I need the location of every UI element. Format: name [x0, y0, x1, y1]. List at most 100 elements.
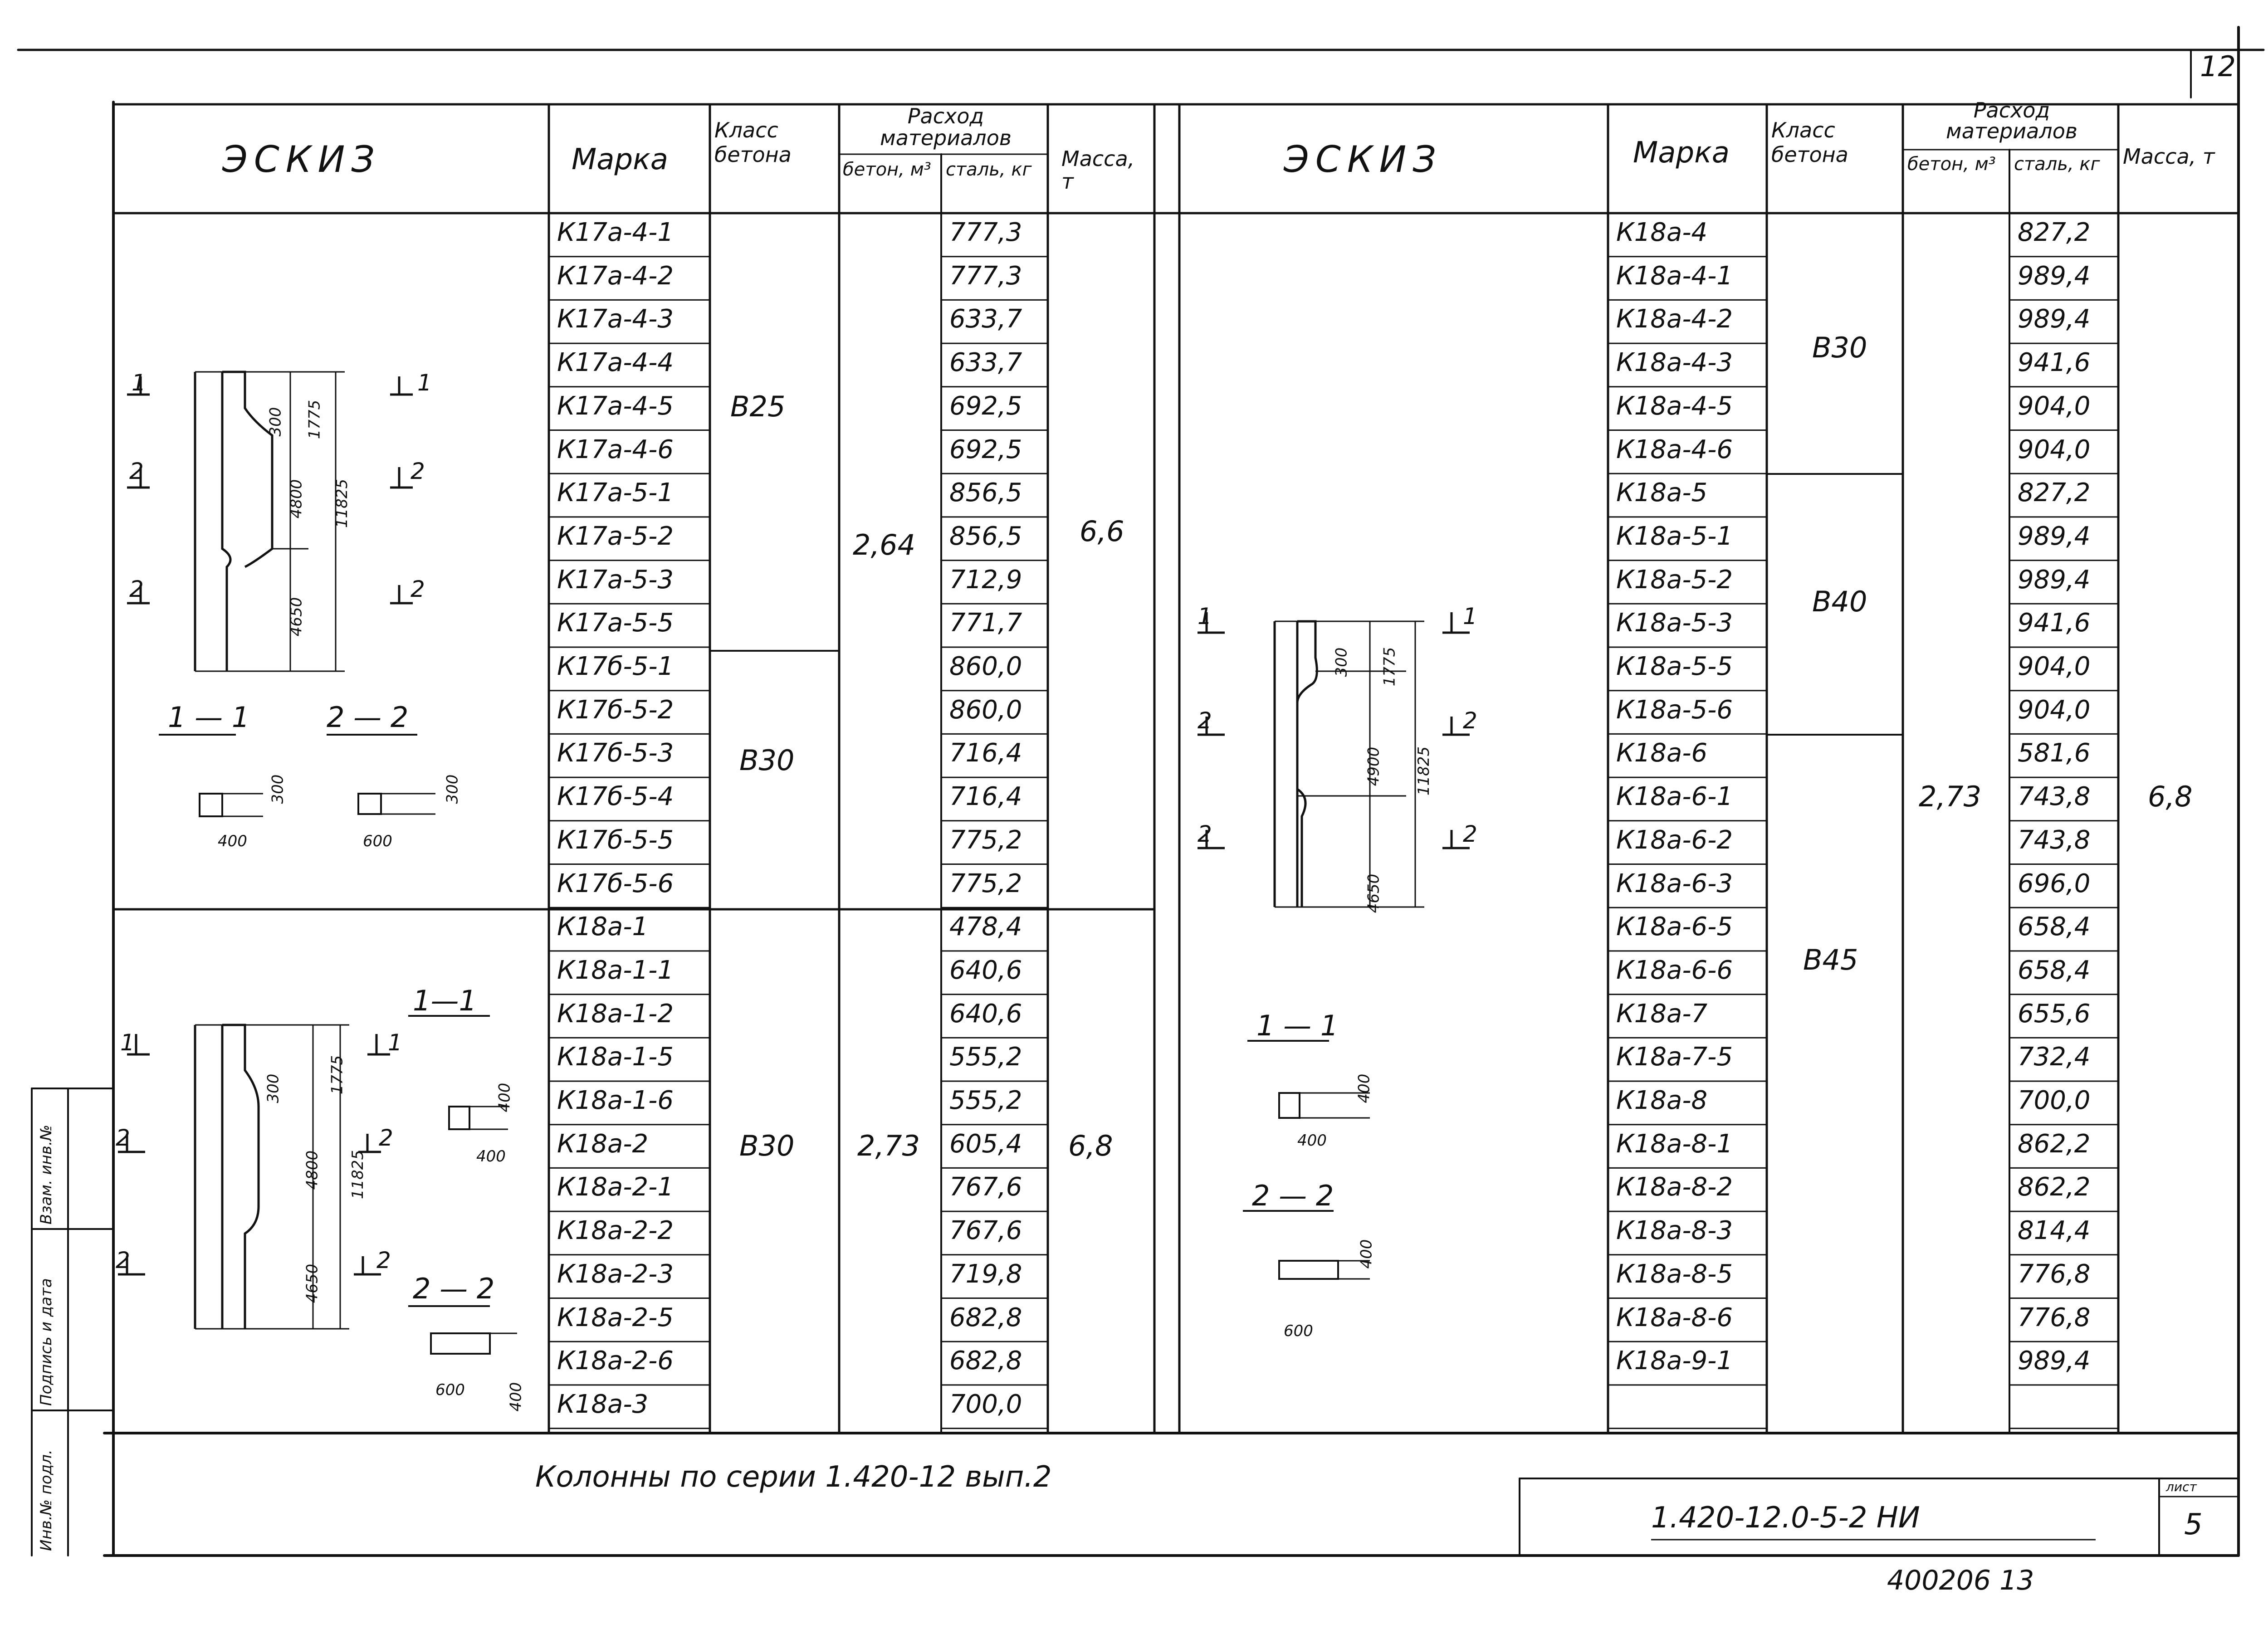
sk3-dim-300: 300: [1332, 647, 1351, 677]
left-steel-cell: 777,3: [949, 261, 1022, 291]
right-steel-cell: 989,4: [2018, 565, 2091, 595]
left-steel-cell: 716,4: [949, 738, 1022, 768]
sk1-sec1-left: 1: [132, 370, 146, 396]
right-header-class: Класс бетона: [1771, 118, 1848, 167]
right-class-b30: В30: [1812, 331, 1867, 364]
sk3-cut-1-1: 1 — 1: [1256, 1009, 1339, 1042]
left-mark-cell: К18а-2-2: [557, 1216, 674, 1246]
left-mark-cell: К18а-2-5: [557, 1302, 674, 1332]
left-mark-cell: К18а-3: [557, 1389, 649, 1419]
left-class-b25: В25: [730, 390, 786, 423]
sk1-sec2-left-a: 2: [129, 458, 144, 484]
left-steel-cell: 856,5: [949, 521, 1022, 551]
left-mark-cell: К17б-5-4: [557, 782, 674, 812]
sk3-dim-1775: 1775: [1380, 647, 1399, 687]
right-mark-cell: К18а-6-2: [1616, 825, 1733, 855]
left-mass-68: 6,8: [1068, 1129, 1113, 1162]
left-steel-cell: 692,5: [949, 434, 1022, 464]
sk2-cut-1-1: 1—1: [413, 984, 477, 1017]
left-mark-cell: К17а-5-3: [557, 565, 674, 595]
right-header-consumption: Расход материалов: [1946, 98, 2077, 143]
right-steel-cell: 989,4: [2018, 261, 2091, 291]
left-mark-cell: К18а-2-6: [557, 1346, 674, 1376]
left-mark-cell: К17а-4-6: [557, 434, 674, 464]
sk2-cut-2-2: 2 — 2: [413, 1272, 495, 1305]
archive-number: 400206 13: [1887, 1565, 2034, 1596]
right-mark-cell: К18а-8: [1616, 1086, 1708, 1115]
sk2-h-400a: 400: [495, 1083, 514, 1112]
right-header-mark: Марка: [1633, 136, 1730, 170]
left-mark-cell: К17б-5-1: [557, 652, 674, 681]
footer-sheet-label: лист: [2166, 1479, 2197, 1494]
sk2-sec2-left-b: 2: [116, 1247, 130, 1273]
right-mark-cell: К18а-7-5: [1616, 1042, 1733, 1072]
sk3-cut-2-2: 2 — 2: [1252, 1179, 1334, 1212]
right-mass-68: 6,8: [2148, 780, 2193, 813]
sketch-column-k18a-right: [1198, 612, 1470, 1280]
right-mark-cell: К18а-7: [1616, 999, 1708, 1029]
sk2-sec2-left-a: 2: [116, 1125, 130, 1151]
stamp-replaced: Взам. инв.№: [37, 1124, 55, 1224]
left-steel-cell: 555,2: [949, 1086, 1022, 1115]
footer-caption: Колонны по серии 1.420-12 вып.2: [535, 1460, 1052, 1494]
sketch-column-k18a-left: [118, 1015, 517, 1355]
left-mark-cell: К18а-1-5: [557, 1042, 674, 1072]
sk1-cut-1-1: 1 — 1: [168, 701, 250, 734]
right-class-b45: В45: [1803, 943, 1858, 976]
right-steel-cell: 581,6: [2018, 738, 2091, 768]
sk3-sec1-right: 1: [1463, 603, 1477, 629]
right-steel-cell: 989,4: [2018, 521, 2091, 551]
right-mark-cell: К18а-6: [1616, 738, 1708, 768]
left-mark-cell: К18а-2: [557, 1129, 649, 1159]
right-steel-cell: 989,4: [2018, 1346, 2091, 1376]
right-steel-cell: 862,2: [2018, 1129, 2091, 1159]
right-steel-cell: 827,2: [2018, 218, 2091, 247]
sk1-h-300a: 300: [269, 774, 287, 804]
right-mark-cell: К18а-6-1: [1616, 782, 1733, 812]
left-header-concrete: бетон, м³: [843, 159, 931, 180]
right-mark-cell: К18а-6-6: [1616, 955, 1733, 985]
left-steel-cell: 633,7: [949, 304, 1022, 334]
left-mark-cell: К17б-5-2: [557, 695, 674, 725]
left-mark-cell: К17а-5-1: [557, 478, 674, 508]
right-steel-cell: 743,8: [2018, 782, 2091, 812]
left-steel-cell: 640,6: [949, 955, 1022, 985]
left-mark-cell: К18а-2-1: [557, 1172, 674, 1202]
right-mark-cell: К18а-4-6: [1616, 434, 1733, 464]
footer-sheet-number: 5: [2184, 1508, 2203, 1541]
right-steel-cell: 743,8: [2018, 825, 2091, 855]
left-header-mark: Марка: [572, 143, 668, 176]
right-concrete-273: 2,73: [1919, 780, 1982, 813]
left-steel-cell: 605,4: [949, 1129, 1022, 1159]
left-class-b30-a: В30: [739, 744, 795, 777]
left-steel-cell: 682,8: [949, 1302, 1022, 1332]
left-mark-cell: К17а-4-2: [557, 261, 674, 291]
right-steel-cell: 776,8: [2018, 1302, 2091, 1332]
left-header-class: Класс бетона: [714, 118, 792, 167]
left-mark-cell: К18а-1-2: [557, 999, 674, 1029]
right-steel-cell: 904,0: [2018, 652, 2091, 681]
left-steel-cell: 775,2: [949, 868, 1022, 898]
right-mark-cell: К18а-5-6: [1616, 695, 1733, 725]
sk1-sec2-left-b: 2: [129, 576, 144, 602]
left-mark-cell: К17а-4-5: [557, 391, 674, 421]
left-steel-cell: 712,9: [949, 565, 1022, 595]
right-mark-cell: К18а-8-5: [1616, 1259, 1733, 1289]
right-steel-cell: 696,0: [2018, 868, 2091, 898]
right-mark-cell: К18а-8-6: [1616, 1302, 1733, 1332]
left-steel-cell: 716,4: [949, 782, 1022, 812]
right-mark-cell: К18а-5-1: [1616, 521, 1733, 551]
left-header-mass: Масса, т: [1061, 146, 1135, 194]
sk2-dim-11825: 11825: [349, 1150, 367, 1200]
sk3-w-400: 400: [1297, 1132, 1327, 1150]
right-steel-cell: 941,6: [2018, 608, 2091, 638]
left-mark-cell: К18а-2-3: [557, 1259, 674, 1289]
left-mark-cell: К17а-4-4: [557, 348, 674, 378]
sk3-dim-11825: 11825: [1415, 746, 1433, 796]
left-steel-cell: 777,3: [949, 218, 1022, 247]
sk1-dim-4650: 4650: [287, 597, 306, 637]
left-steel-cell: 775,2: [949, 825, 1022, 855]
left-mark-cell: К17а-4-1: [557, 218, 674, 247]
left-steel-cell: 700,0: [949, 1389, 1022, 1419]
